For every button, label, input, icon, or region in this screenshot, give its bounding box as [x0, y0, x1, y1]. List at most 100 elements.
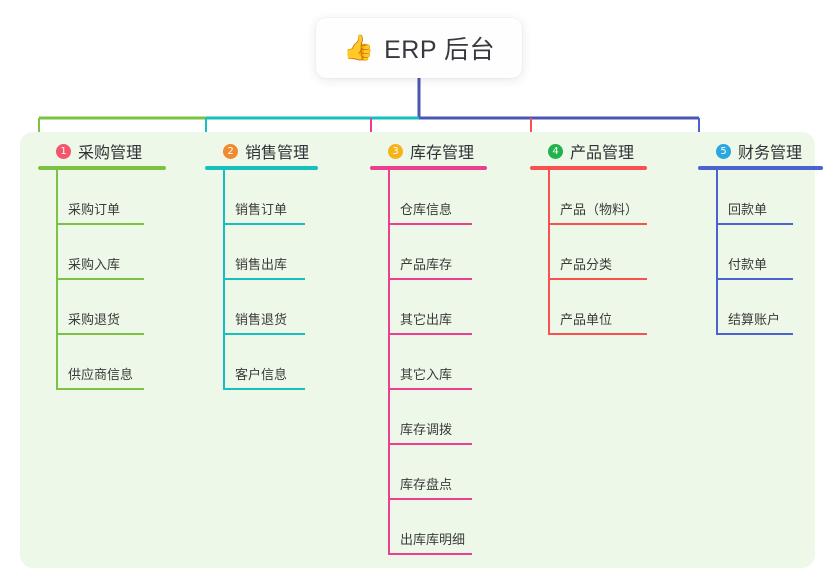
branch-item-underline: [388, 278, 472, 280]
branch-item-label: 供应商信息: [68, 367, 134, 382]
branch-item[interactable]: 供应商信息: [38, 335, 144, 390]
branch-column: 5 财务管理回款单付款单结算账户: [698, 132, 823, 335]
branch-item-underline: [388, 498, 472, 500]
branch-item-underline: [56, 278, 144, 280]
branch-panel: 1 采购管理采购订单采购入库采购退货供应商信息 2 销售管理销售订单销售出库销售退货客…: [20, 132, 823, 568]
branch-item-underline: [223, 333, 305, 335]
branch-title: 产品管理: [570, 145, 635, 162]
branch-item[interactable]: 销售出库: [205, 225, 309, 280]
branch-item-label: 销售出库: [235, 257, 288, 272]
branch-item-label: 产品库存: [400, 257, 453, 272]
branch-column: 4 产品管理产品（物料） 产品分类产品单位: [530, 132, 647, 335]
branch-title-underline: [530, 166, 647, 170]
branch-item-label: 库存盘点: [400, 477, 453, 492]
branch-item[interactable]: 其它入库: [370, 335, 474, 390]
branch-title-underline: [205, 166, 318, 170]
branch-item-underline: [56, 223, 144, 225]
branch-number-badge: 4: [548, 143, 563, 159]
thumbs-up-icon: 👍: [342, 33, 375, 62]
branch-item[interactable]: 仓库信息: [370, 170, 474, 225]
branch-number-badge: 1: [56, 143, 71, 159]
branch-item-label: 出库库明细: [400, 532, 466, 547]
branch-item-label: 其它入库: [400, 367, 453, 382]
branch-item-list: 销售订单销售出库销售退货客户信息: [205, 170, 309, 390]
branch-item-underline: [388, 333, 472, 335]
branch-item-label: 采购订单: [68, 202, 121, 217]
branch-item-list: 采购订单采购入库采购退货供应商信息: [38, 170, 144, 390]
branch-item[interactable]: 结算账户: [698, 280, 802, 335]
branch-header[interactable]: 2 销售管理: [205, 132, 318, 170]
branch-item[interactable]: 出库库明细: [370, 500, 474, 555]
branch-item-label: 客户信息: [235, 367, 288, 382]
branch-title: 销售管理: [245, 145, 310, 162]
branch-item[interactable]: 采购退货: [38, 280, 144, 335]
branch-item-underline: [388, 553, 472, 555]
root-node-title: ERP 后台: [384, 36, 496, 64]
branch-item-label: 产品单位: [560, 312, 613, 327]
root-node[interactable]: 👍 ERP 后台: [316, 18, 522, 78]
branch-title: 采购管理: [78, 145, 143, 162]
branch-item-underline: [388, 443, 472, 445]
branch-item-underline: [56, 333, 144, 335]
branch-item-underline: [548, 223, 647, 225]
branch-spine: [548, 170, 550, 335]
branch-item-underline: [56, 388, 144, 390]
branch-title-underline: [38, 166, 166, 170]
branch-item[interactable]: 采购订单: [38, 170, 144, 225]
branch-item-label: 采购退货: [68, 312, 121, 327]
branch-item-list: 产品（物料） 产品分类产品单位: [530, 170, 647, 335]
branch-title: 财务管理: [738, 145, 803, 162]
branch-item-list: 仓库信息产品库存其它出库其它入库库存调拨库存盘点出库库明细: [370, 170, 474, 555]
branch-spine: [716, 170, 718, 335]
branch-item-label: 产品分类: [560, 257, 613, 272]
branch-header[interactable]: 3 库存管理: [370, 132, 487, 170]
branch-spine: [223, 170, 225, 390]
branch-item-underline: [548, 278, 647, 280]
branch-number-badge: 3: [388, 143, 403, 159]
branch-item[interactable]: 产品库存: [370, 225, 474, 280]
branch-item[interactable]: 库存盘点: [370, 445, 474, 500]
branch-item[interactable]: 付款单: [698, 225, 802, 280]
branch-header[interactable]: 5 财务管理: [698, 132, 823, 170]
branch-item-underline: [716, 223, 793, 225]
branch-item[interactable]: 客户信息: [205, 335, 309, 390]
branch-spine: [56, 170, 58, 390]
branch-item-label: 销售退货: [235, 312, 288, 327]
branch-item-underline: [548, 333, 647, 335]
branch-item[interactable]: 采购入库: [38, 225, 144, 280]
branch-item[interactable]: 销售退货: [205, 280, 309, 335]
branch-item-label: 采购入库: [68, 257, 121, 272]
branch-item-underline: [223, 223, 305, 225]
branch-number-badge: 2: [223, 143, 238, 159]
branch-spine: [388, 170, 390, 555]
branch-item[interactable]: 销售订单: [205, 170, 309, 225]
branch-item[interactable]: 其它出库: [370, 280, 474, 335]
branch-item-label: 回款单: [728, 202, 768, 217]
branch-column: 3 库存管理仓库信息产品库存其它出库其它入库库存调拨库存盘点出库库明细: [370, 132, 487, 555]
branch-item-underline: [388, 388, 472, 390]
branch-item[interactable]: 产品单位: [530, 280, 647, 335]
branch-item-underline: [716, 278, 793, 280]
branch-number-badge: 5: [716, 143, 731, 159]
branch-item[interactable]: 回款单: [698, 170, 802, 225]
branch-item[interactable]: 产品（物料）: [530, 170, 647, 225]
branch-header[interactable]: 1 采购管理: [38, 132, 166, 170]
branch-item-label: 销售订单: [235, 202, 288, 217]
branch-item[interactable]: 库存调拨: [370, 390, 474, 445]
branch-item-label: 产品（物料）: [560, 202, 639, 217]
branch-column: 2 销售管理销售订单销售出库销售退货客户信息: [205, 132, 318, 390]
branch-column: 1 采购管理采购订单采购入库采购退货供应商信息: [38, 132, 166, 390]
branch-item[interactable]: 产品分类: [530, 225, 647, 280]
branch-item-list: 回款单付款单结算账户: [698, 170, 802, 335]
branch-item-underline: [223, 278, 305, 280]
branch-title: 库存管理: [410, 145, 475, 162]
branch-item-label: 其它出库: [400, 312, 453, 327]
branch-item-underline: [388, 223, 472, 225]
branch-title-underline: [698, 166, 823, 170]
branch-item-label: 库存调拨: [400, 422, 453, 437]
branch-header[interactable]: 4 产品管理: [530, 132, 647, 170]
branch-title-underline: [370, 166, 487, 170]
branch-item-label: 仓库信息: [400, 202, 453, 217]
branch-item-label: 付款单: [728, 257, 768, 272]
